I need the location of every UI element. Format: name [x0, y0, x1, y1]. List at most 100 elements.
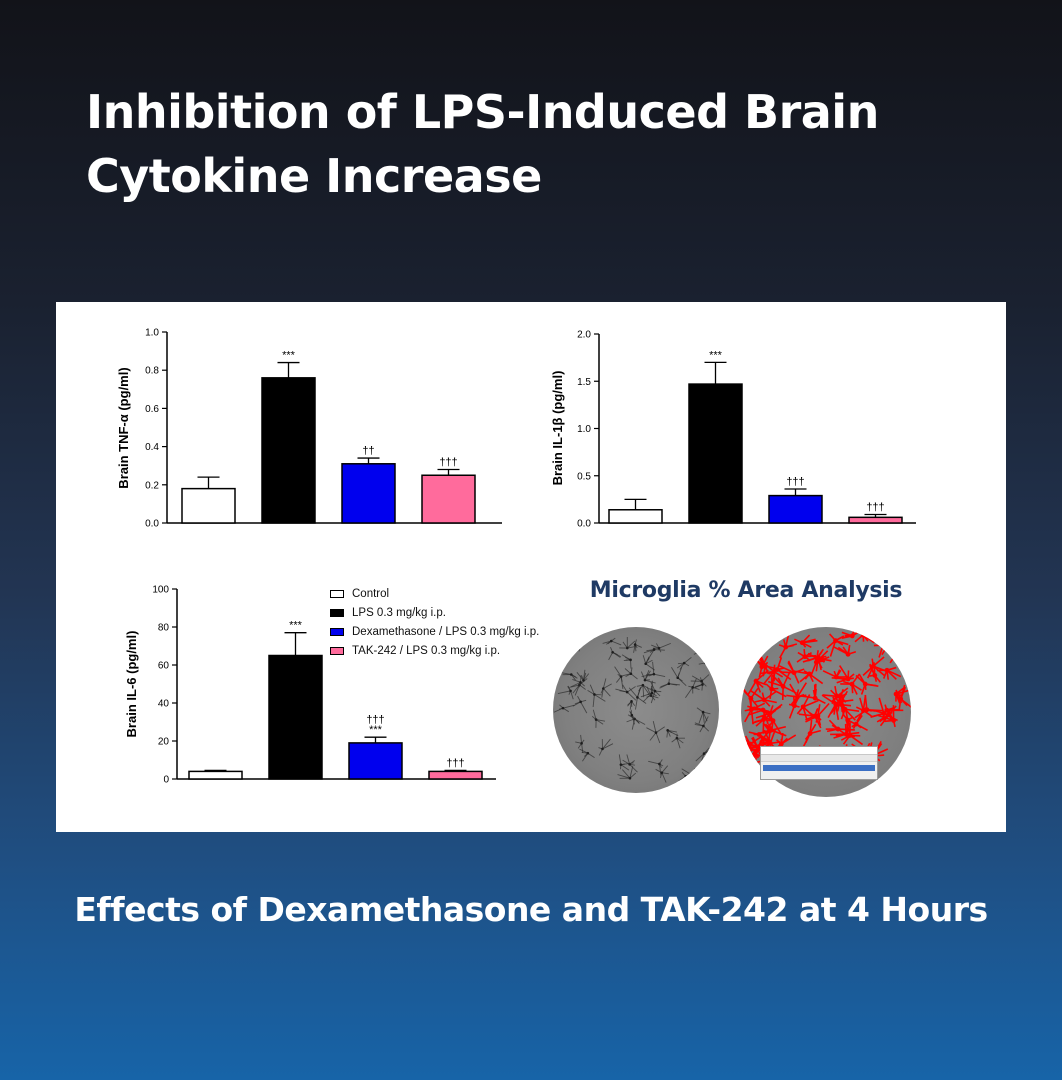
microglia-process [681, 768, 693, 776]
significance-label: †† [362, 445, 374, 457]
microglia-process [696, 644, 706, 650]
y-tick-label: 0.5 [577, 471, 591, 482]
microglia-process [611, 640, 622, 646]
microglia-process [602, 678, 607, 689]
legend-swatch-control [330, 589, 344, 598]
y-tick-label: 20 [158, 737, 170, 748]
microglia-overlay-process [747, 680, 757, 695]
y-tick-label: 1.5 [577, 377, 591, 388]
microglia-cell [628, 776, 632, 780]
microglia-process [617, 774, 631, 779]
microglia-process [622, 684, 628, 693]
significance-label: ††† [866, 501, 884, 513]
microglia-overlay-process [862, 627, 868, 636]
legend-swatch-lps [330, 608, 344, 617]
microglia-process [629, 766, 634, 779]
microglia-process [563, 779, 565, 791]
microglia-process [691, 675, 702, 682]
microglia-cell [561, 706, 565, 710]
microglia-overlay-process [874, 709, 890, 716]
microglia-cell [658, 762, 661, 766]
microglia-process [659, 683, 670, 689]
legend-label-lps: LPS 0.3 mg/kg i.p. [352, 606, 446, 619]
microglia-process [702, 712, 705, 723]
microglia-overlay-process [769, 728, 777, 744]
bar [181, 487, 236, 524]
microglia-cell [586, 636, 589, 639]
microglia-overlay-process [822, 670, 837, 678]
microglia-overlay-cell [780, 684, 786, 689]
microglia-overlay-cell [864, 707, 870, 713]
microglia-cell [569, 689, 572, 693]
y-tick-label: 100 [152, 585, 169, 596]
microglia-process [581, 743, 584, 753]
y-tick-label: 0.0 [145, 519, 159, 530]
microglia-cell [636, 696, 639, 699]
microglia-process [596, 719, 606, 722]
microglia-overlay-cell [812, 695, 818, 701]
bar [421, 474, 476, 524]
microglia-overlay-cell [833, 638, 838, 644]
microglia-process [620, 764, 630, 771]
y-tick-label: 0.0 [577, 519, 591, 530]
microglia-process [646, 727, 657, 734]
microglia-process [661, 772, 667, 783]
microglia-process [553, 707, 564, 713]
bar [608, 509, 663, 524]
microglia-process [572, 684, 580, 694]
microglia-overlay-cell [806, 671, 812, 677]
microglia-overlay-cell [753, 678, 759, 684]
microglia-process [701, 674, 710, 682]
microglia-process [668, 683, 680, 686]
microglia-process [592, 694, 595, 708]
microglia-cell [581, 637, 584, 641]
legend-swatch-tak242 [330, 646, 344, 655]
microglia-process [671, 667, 679, 678]
microglia-process [587, 752, 595, 758]
significance-label: *** [289, 620, 303, 632]
microglia-overlay-cell [813, 659, 819, 665]
microglia-overlay-cell [860, 632, 866, 638]
microglia-process [630, 673, 638, 680]
y-tick-label: 0.4 [145, 442, 159, 453]
bar [348, 742, 403, 780]
microglia-process [622, 769, 631, 779]
microglia-process [627, 646, 637, 649]
microglia-overlay-process [889, 649, 900, 664]
y-axis-label: Brain IL-6 (pg/ml) [124, 631, 139, 738]
microglia-overlay-process [765, 665, 781, 671]
legend-item-lps: LPS 0.3 mg/kg i.p. [330, 603, 539, 622]
microglia-process [642, 655, 647, 664]
microglia-cell [660, 771, 664, 774]
microglia-process [603, 683, 612, 689]
microglia-overlay-cell [884, 667, 890, 673]
microglia-process [624, 668, 632, 675]
microglia-overlay-cell [898, 696, 904, 702]
microglia-process [626, 754, 631, 765]
microglia-overlay-process [763, 709, 777, 721]
microglia-overlay-process [771, 688, 787, 698]
microglia-overlay-cell [845, 651, 851, 657]
microglia-process [601, 688, 604, 698]
microglia-overlay-cell [835, 726, 841, 732]
microglia-overlay-cell [766, 739, 772, 744]
microglia-process [676, 737, 684, 744]
microglia-overlay-cell [799, 640, 805, 646]
microglia-overlay-process [752, 657, 766, 667]
microglia-overlay-process [772, 720, 783, 736]
microglia-overlay-process [849, 734, 864, 746]
legend-label-control: Control [352, 587, 390, 600]
microglia-cell [701, 683, 704, 686]
microglia-cell [625, 646, 629, 650]
significance-label: *** [369, 724, 383, 736]
microglia-cell [629, 658, 632, 662]
microglia-cell [702, 724, 705, 728]
microglia-process [631, 718, 636, 730]
microglia-overlay-process [782, 672, 791, 687]
microglia-cell [703, 766, 706, 769]
microglia-overlay-process [902, 644, 911, 647]
microglia-cell [691, 685, 694, 689]
microglia-overlay-cell [761, 717, 767, 722]
microglia-overlay-cell [849, 633, 855, 639]
